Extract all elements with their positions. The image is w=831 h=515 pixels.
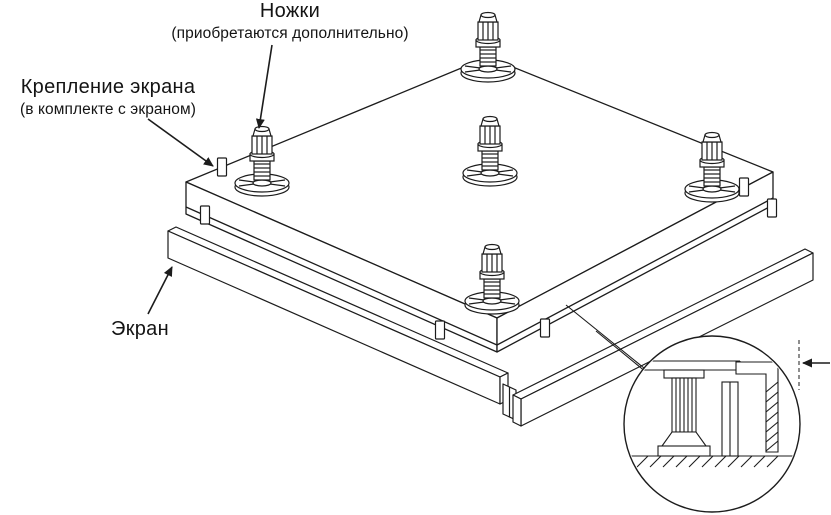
screen-mount-label-subtitle: (в комплекте с экраном): [19, 101, 197, 118]
foot-section: [657, 369, 711, 457]
legs-label: Ножки (приобретаются дополнительно): [148, 0, 432, 43]
mounting-clip: [766, 198, 778, 218]
screen-label-title: Экран: [111, 318, 169, 340]
screen-section: [721, 381, 739, 457]
label-arrows: [147, 44, 273, 315]
adjustable-foot: [460, 11, 516, 83]
legs-label-subtitle: (приобретаются дополнительно): [171, 25, 409, 42]
screen-arrow: [147, 266, 173, 315]
mounting-clip: [216, 157, 228, 177]
floor-hatching: [636, 455, 779, 468]
screen-mount-label: Крепление экрана (в комплекте с экраном): [2, 76, 214, 119]
detail-leader-lines: [565, 304, 647, 373]
mounting-clips: [199, 157, 778, 340]
detail-callout-circle: [623, 335, 801, 513]
mounting-clip: [539, 318, 551, 338]
legs-label-title: Ножки: [259, 0, 321, 22]
mounting-clip: [434, 320, 446, 340]
screen-label: Экран: [102, 318, 178, 340]
legs-arrow: [255, 44, 273, 129]
tray-rim-line-left: [185, 206, 498, 346]
mounting-clip: [738, 177, 750, 197]
screen-mount-arrow: [147, 118, 214, 167]
mounting-clip: [199, 205, 211, 225]
screen-mount-label-title: Крепление экрана: [20, 76, 196, 98]
screen-panel-right: [512, 248, 814, 427]
shower-tray: [185, 56, 774, 353]
